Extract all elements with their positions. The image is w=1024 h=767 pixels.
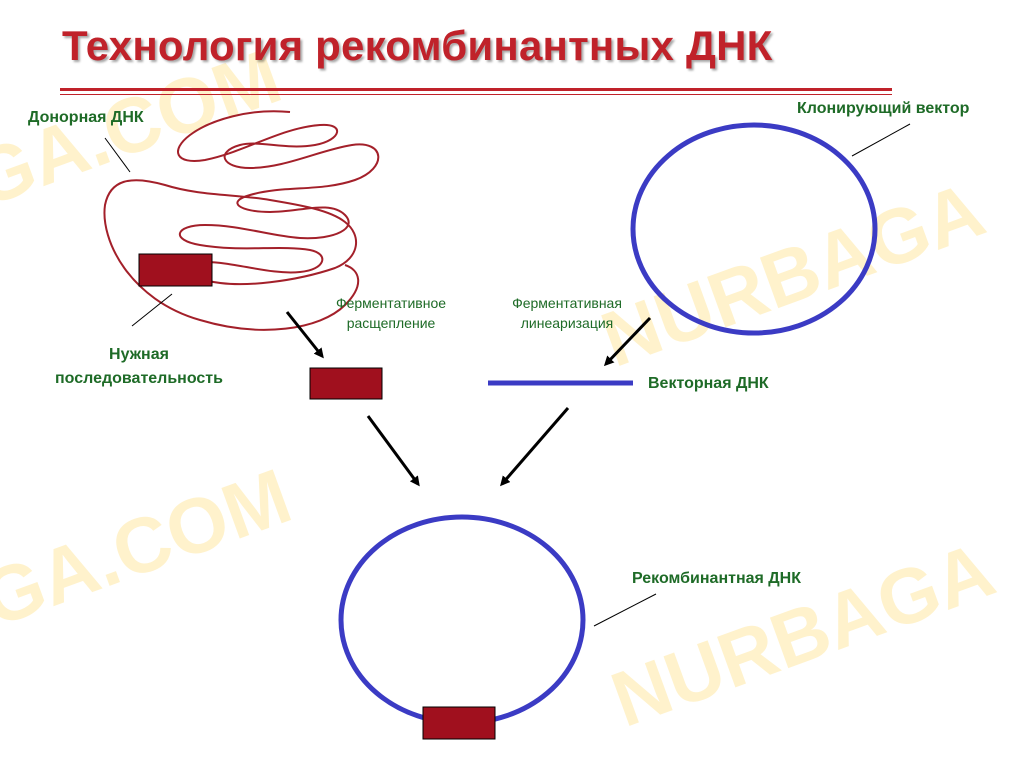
arrow-vector-to-recombinant xyxy=(500,407,570,487)
needed-sequence-label-line1: Нужная xyxy=(109,346,169,363)
cloning-vector-label: Клонирующий вектор xyxy=(797,100,970,117)
excised-fragment-block xyxy=(309,367,383,400)
donor-dna-label: Донорная ДНК xyxy=(28,109,144,126)
enzymatic-linearization-label: Ферментативная линеаризация xyxy=(492,293,642,333)
cloning-vector-leader xyxy=(851,123,911,157)
enzymatic-cleavage-label-line2: расщепление xyxy=(346,315,436,331)
vector-dna-label: Векторная ДНК xyxy=(648,375,769,392)
enzymatic-cleavage-label: Ферментативное расщепление xyxy=(316,293,466,333)
slide-title: Технология рекомбинантных ДНК xyxy=(62,22,773,69)
recombinant-dna-ring xyxy=(338,514,586,726)
recombinant-dna-label: Рекомбинантная ДНК xyxy=(632,570,801,587)
enzymatic-linearization-label-line2: линеаризация xyxy=(520,315,614,331)
recombinant-dna-leader xyxy=(593,593,657,627)
needed-sequence-block xyxy=(138,253,213,287)
needed-sequence-leader xyxy=(131,293,173,327)
title-rule-thin xyxy=(60,94,892,95)
arrow-cleavage xyxy=(285,311,324,359)
needed-sequence-label-line2: последовательность xyxy=(55,370,223,387)
needed-sequence-label: Нужная последовательность xyxy=(34,343,244,391)
donor-dna-leader xyxy=(104,137,131,173)
arrow-linearization xyxy=(603,316,652,367)
arrow-fragment-to-recombinant xyxy=(366,415,420,487)
donor-dna-strand xyxy=(103,110,380,331)
enzymatic-linearization-label-line1: Ферментативная xyxy=(512,295,622,311)
cloning-vector-ring xyxy=(630,122,878,336)
enzymatic-cleavage-label-line1: Ферментативное xyxy=(335,295,447,311)
title-rule-thick xyxy=(60,88,892,91)
recombinant-insert-block xyxy=(422,706,496,740)
